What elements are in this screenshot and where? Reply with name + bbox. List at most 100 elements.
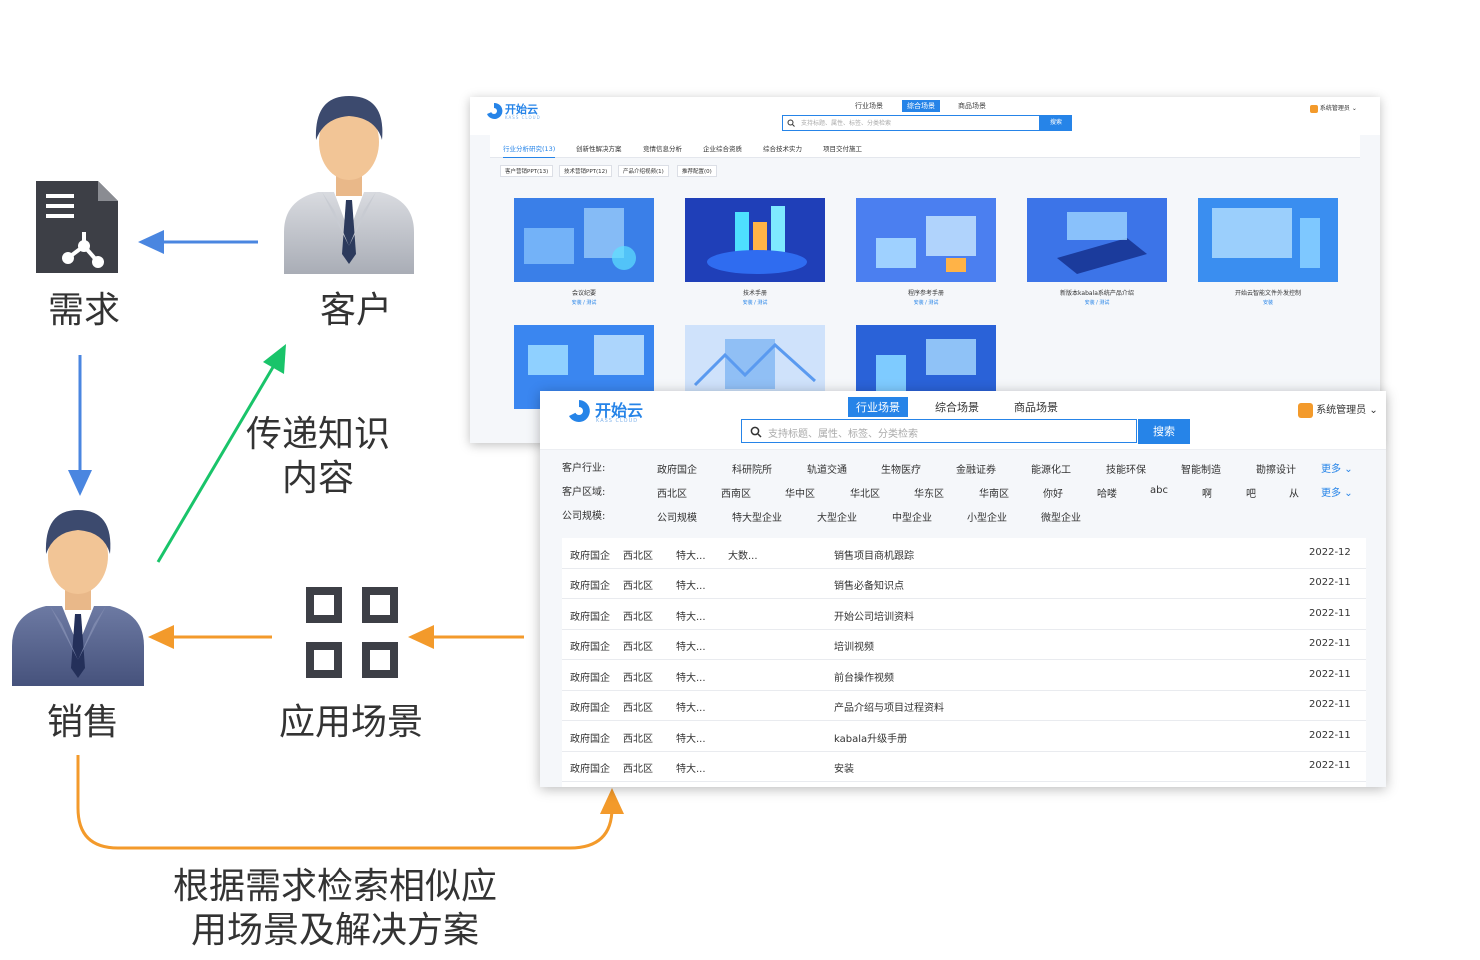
filter-option[interactable]: 哈喽 — [1097, 489, 1117, 500]
user-menu[interactable]: 系统管理员 ⌄ — [1310, 103, 1357, 113]
cell-title: 销售必备知识点 — [834, 581, 904, 592]
tab-5[interactable]: 综合技术实力 — [763, 145, 802, 153]
nav-product[interactable]: 商品场景 — [1014, 401, 1058, 414]
cell-title: 产品介绍与项目过程资料 — [834, 703, 944, 714]
cell-industry: 政府国企 — [570, 581, 610, 592]
more-region-button[interactable]: 更多 ⌄ — [1321, 488, 1353, 499]
tab-3[interactable]: 竞情信息分析 — [643, 145, 682, 153]
logo-text: 开始云 — [595, 401, 644, 420]
table-row[interactable]: 政府国企 西北区 特大... 开始公司培训资料 2022-11 — [562, 599, 1366, 630]
filter-option[interactable]: 小型企业 — [967, 513, 1007, 524]
nav-product[interactable]: 商品场景 — [958, 102, 986, 110]
filter-option[interactable]: 华中区 — [785, 489, 815, 500]
cell-title: 前台操作视频 — [834, 673, 894, 684]
user-menu[interactable]: 系统管理员 ⌄ — [1298, 401, 1378, 418]
filter-option[interactable]: 生物医疗 — [881, 465, 921, 476]
card-image — [514, 198, 654, 282]
front-header: 开始云 KASS CLOUD 行业场景 综合场景 商品场景 支持标题、属性、标签… — [540, 391, 1386, 450]
table-row[interactable]: 政府国企 西北区 特大... 大数... 销售项目商机跟踪 2022-12 — [562, 538, 1366, 569]
filter-option[interactable]: 金融证券 — [956, 465, 996, 476]
cell-size: 特大... — [676, 734, 706, 745]
card-title: 程序参考手册 — [907, 290, 944, 297]
sales-label: 销售 — [46, 702, 119, 743]
table-row[interactable]: 政府国企 西北区 特大... 销售必备知识点 2022-11 — [562, 568, 1366, 599]
tab-6[interactable]: 项目交付施工 — [823, 145, 862, 153]
arrow-sales-to-search — [76, 755, 624, 850]
search-button[interactable]: 搜索 — [1040, 115, 1072, 131]
filter-option[interactable]: 从 — [1289, 489, 1299, 500]
chip-2[interactable]: 技术营销PPT(12) — [559, 165, 613, 177]
filter-option[interactable]: 公司规模 — [657, 513, 697, 524]
cell-title: 培训视频 — [834, 642, 874, 653]
user-name: 系统管理员 — [1316, 405, 1367, 416]
cell-region: 西北区 — [623, 703, 653, 714]
more-industry-button[interactable]: 更多 ⌄ — [1321, 464, 1353, 475]
cell-title: 开始公司培训资料 — [834, 612, 914, 623]
search-icon — [787, 119, 795, 127]
filter-option[interactable]: 你好 — [1043, 489, 1063, 500]
table-row[interactable]: 政府国企 西北区 特大... 培训视频 2022-11 — [562, 629, 1366, 660]
filter-option[interactable]: 大型企业 — [817, 513, 857, 524]
filter-option[interactable]: 政府国企 — [657, 465, 697, 476]
filter-option[interactable]: 能源化工 — [1031, 465, 1071, 476]
filter-option[interactable]: 西南区 — [721, 489, 751, 500]
search-input[interactable]: 支持标题、属性、标签、分类检索 — [782, 115, 1040, 131]
search-input[interactable]: 支持标题、属性、标签、分类检索 — [741, 419, 1137, 443]
cell-region: 西北区 — [623, 734, 653, 745]
filter-label-size: 公司规模: — [562, 511, 606, 522]
card-image — [1198, 198, 1338, 282]
card-subtitle: 安装 / 测试 — [1084, 300, 1110, 306]
cell-region: 西北区 — [623, 673, 653, 684]
tab-4[interactable]: 企业综合资质 — [703, 145, 742, 153]
arrow-screen-to-scenario — [408, 625, 524, 649]
nav-industry[interactable]: 行业场景 — [855, 102, 883, 110]
table-row[interactable]: 政府国企 西北区 特大... 产品介绍与项目过程资料 2022-11 — [562, 690, 1366, 721]
cell-size: 特大... — [676, 764, 706, 775]
filter-option[interactable]: 吧 — [1246, 489, 1256, 500]
cell-date: 2022-11 — [1309, 577, 1351, 588]
filter-option[interactable]: 勘擦设计 — [1256, 465, 1296, 476]
tab-1[interactable]: 行业分析研究(13) — [503, 143, 556, 158]
filter-option[interactable]: 技能环保 — [1106, 465, 1146, 476]
filter-option[interactable]: 华北区 — [850, 489, 880, 500]
filter-option[interactable]: 微型企业 — [1041, 513, 1081, 524]
cell-industry: 政府国企 — [570, 642, 610, 653]
filter-option[interactable]: 科研院所 — [732, 465, 772, 476]
filter-option[interactable]: abc — [1150, 485, 1168, 496]
cell-region: 西北区 — [623, 551, 653, 562]
chip-3[interactable]: 产品介绍视频(1) — [618, 165, 669, 177]
arrow-scenario-to-sales — [148, 625, 272, 649]
card-title: 技术手册 — [742, 290, 767, 297]
cell-title: 销售项目商机跟踪 — [834, 551, 914, 562]
table-row[interactable]: 政府国企 西北区 特大... 前台操作视频 2022-11 — [562, 660, 1366, 691]
logo-text: 开始云 — [505, 103, 538, 116]
filter-option[interactable]: 西北区 — [657, 489, 687, 500]
nav-comprehensive[interactable]: 综合场景 — [902, 100, 940, 112]
chip-1[interactable]: 客户营销PPT(13) — [500, 165, 554, 177]
chip-4[interactable]: 推荐配置(0) — [677, 165, 717, 177]
back-header: 开始云 KASS CLOUD 行业场景 综合场景 商品场景 支持标题、属性、标签… — [470, 97, 1380, 136]
front-body: 客户行业: 政府国企 科研院所 轨道交通 生物医疗 金融证券 能源化工 技能环保… — [540, 450, 1386, 787]
card-title: 会议纪要 — [571, 290, 596, 297]
result-table: 政府国企 西北区 特大... 大数... 销售项目商机跟踪 2022-12 政府… — [562, 538, 1366, 787]
filter-option[interactable]: 啊 — [1202, 489, 1212, 500]
filter-option[interactable]: 智能制造 — [1181, 465, 1221, 476]
search-button[interactable]: 搜索 — [1138, 419, 1190, 444]
cell-size: 特大... — [676, 551, 706, 562]
nav-industry[interactable]: 行业场景 — [848, 397, 908, 417]
filter-option[interactable]: 中型企业 — [892, 513, 932, 524]
filter-option[interactable]: 轨道交通 — [807, 465, 847, 476]
filter-option[interactable]: 华东区 — [914, 489, 944, 500]
filter-option[interactable]: 华南区 — [979, 489, 1009, 500]
nav-comprehensive[interactable]: 综合场景 — [935, 401, 979, 414]
table-row[interactable]: 政府国企 西北区 特大... 安装 2022-11 — [562, 751, 1366, 782]
search-desc-line2: 用场景及解决方案 — [190, 910, 479, 951]
filter-option[interactable]: 特大型企业 — [732, 513, 782, 524]
customer-person-icon — [284, 96, 414, 274]
cell-tag: 大数... — [728, 551, 758, 562]
tab-2[interactable]: 创新性解决方案 — [576, 145, 622, 153]
card-image — [1027, 198, 1167, 282]
chevron-down-icon: ⌄ — [1344, 464, 1353, 475]
table-row[interactable]: 政府国企 西北区 特大... kabala升级手册 2022-11 — [562, 721, 1366, 752]
